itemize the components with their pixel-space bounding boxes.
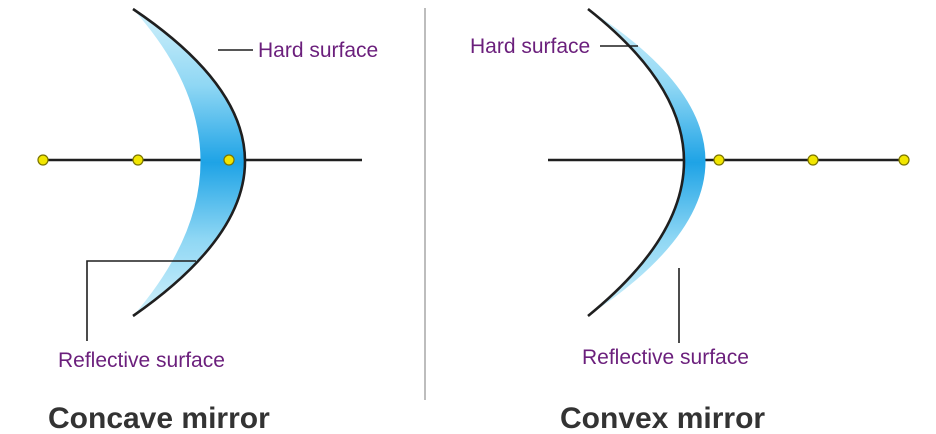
concave-mirror-panel: Hard surface Reflective surface Concave …: [37, 7, 378, 434]
concave-hard-label: Hard surface: [258, 39, 378, 62]
convex-title: Convex mirror: [560, 402, 765, 434]
convex-reflective-layer: [588, 9, 706, 316]
concave-title: Concave mirror: [48, 402, 270, 434]
concave-point-focus: [132, 154, 144, 166]
convex-reflective-label: Reflective surface: [582, 346, 749, 369]
concave-reflective-leader: [86, 260, 196, 341]
concave-reflective-label: Reflective surface: [58, 349, 225, 372]
convex-hard-label: Hard surface: [470, 35, 590, 58]
concave-point-pole: [223, 154, 235, 166]
convex-point-center: [898, 154, 910, 166]
convex-hard-surface: [587, 7, 686, 318]
concave-hard-surface: [132, 7, 247, 318]
convex-mirror-panel: Hard surface Reflective surface Convex m…: [470, 7, 910, 434]
convex-point-pole: [713, 154, 725, 166]
convex-point-focus: [807, 154, 819, 166]
concave-point-center: [37, 154, 49, 166]
